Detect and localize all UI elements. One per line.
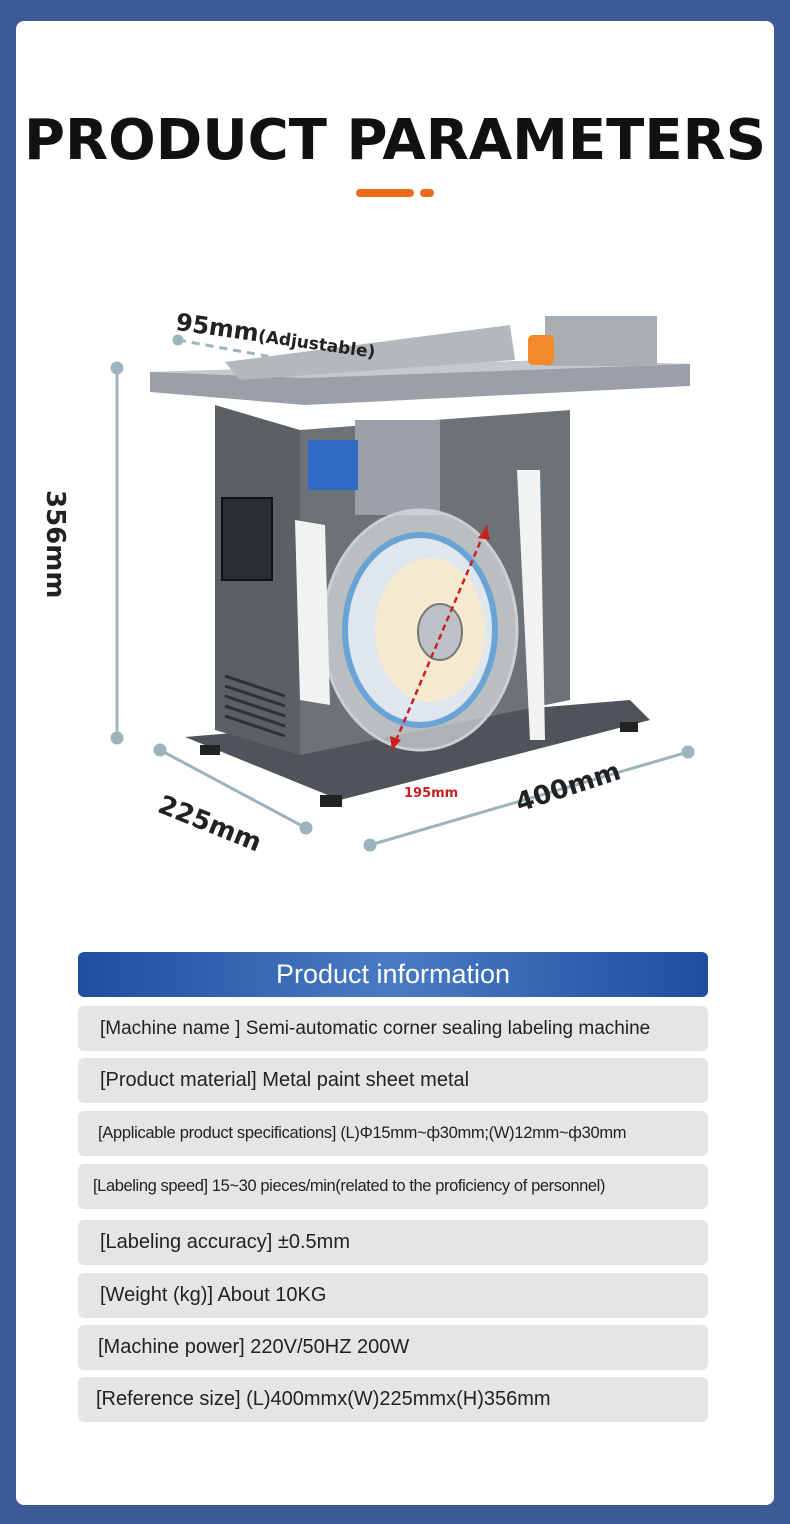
info-row-machine-name: [Machine name ] Semi-automatic corner se…	[78, 1006, 708, 1051]
height-dimension: 356mm	[40, 490, 70, 599]
info-row-reference-size: [Reference size] (L)400mmx(W)225mmx(H)35…	[78, 1377, 708, 1422]
product-info-header: Product information	[78, 952, 708, 997]
info-row-material: [Product material] Metal paint sheet met…	[78, 1058, 708, 1103]
info-row-specifications: [Applicable product specifications] (L)Φ…	[78, 1111, 708, 1156]
info-row-speed: [Labeling speed] 15~30 pieces/min(relate…	[78, 1164, 708, 1209]
page-title: PRODUCT PARAMETERS	[23, 108, 767, 173]
product-image	[110, 316, 695, 852]
info-row-weight: [Weight (kg)] About 10KG	[78, 1273, 708, 1318]
info-row-accuracy: [Labeling accuracy] ±0.5mm	[78, 1220, 708, 1265]
title-accent-dot	[420, 189, 434, 197]
roll-diameter-dimension: 195mm	[404, 786, 459, 801]
info-row-power: [Machine power] 220V/50HZ 200W	[78, 1325, 708, 1370]
title-accent-bar	[356, 189, 414, 197]
